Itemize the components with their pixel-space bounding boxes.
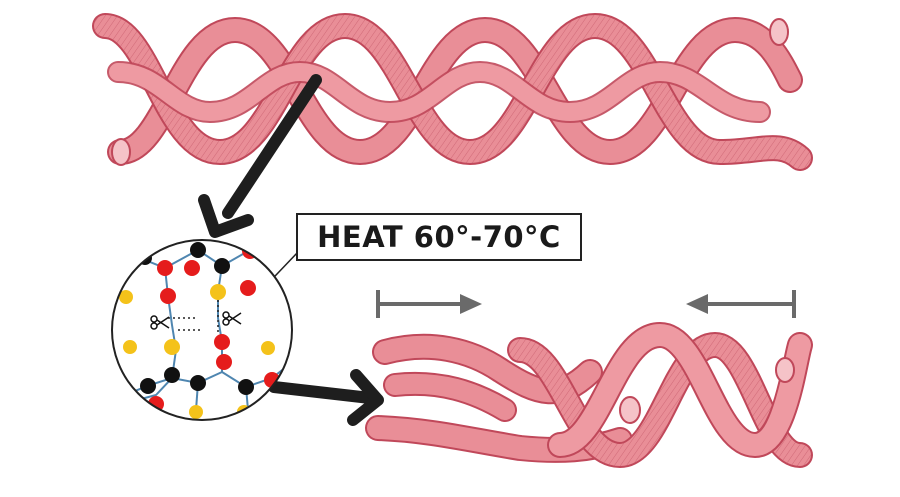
atom — [190, 242, 206, 258]
atom — [160, 288, 176, 304]
atom — [214, 258, 230, 274]
atom — [261, 341, 275, 355]
atom — [184, 260, 200, 276]
scissors-icon — [150, 315, 170, 330]
atom — [138, 251, 152, 265]
atom — [210, 284, 226, 300]
pull-arrow-left — [686, 290, 796, 318]
helix-strand-back — [107, 16, 803, 166]
atom — [190, 375, 206, 391]
helix-strand-front — [92, 12, 813, 171]
zoom-in-arrow — [198, 74, 322, 238]
base-pair-magnifier — [111, 239, 293, 421]
heat-label: HEAT 60°-70°C — [317, 220, 561, 254]
scissors-icon — [222, 311, 242, 326]
atoms — [119, 242, 285, 419]
atom — [214, 334, 230, 350]
atom — [164, 339, 180, 355]
dna-double-helix-separating — [365, 321, 813, 469]
atom — [140, 378, 156, 394]
hydrogen-bonds — [168, 300, 219, 335]
atom — [271, 393, 285, 407]
atom — [157, 260, 173, 276]
dna-double-helix-intact — [92, 12, 813, 171]
strand-end-cap — [775, 357, 795, 383]
pull-arrow-right — [376, 290, 482, 318]
atom — [216, 354, 232, 370]
atom — [240, 280, 256, 296]
atom — [119, 290, 133, 304]
heat-label-box: HEAT 60°-70°C — [296, 213, 582, 261]
atom — [189, 405, 203, 419]
atom — [123, 340, 137, 354]
atom — [238, 379, 254, 395]
strand-end-cap — [769, 18, 789, 46]
strand-end-cap — [111, 138, 131, 166]
result-arrow — [268, 369, 384, 426]
strand-end-cap — [619, 396, 641, 424]
helix-strand-inner — [107, 60, 771, 124]
atom — [164, 367, 180, 383]
